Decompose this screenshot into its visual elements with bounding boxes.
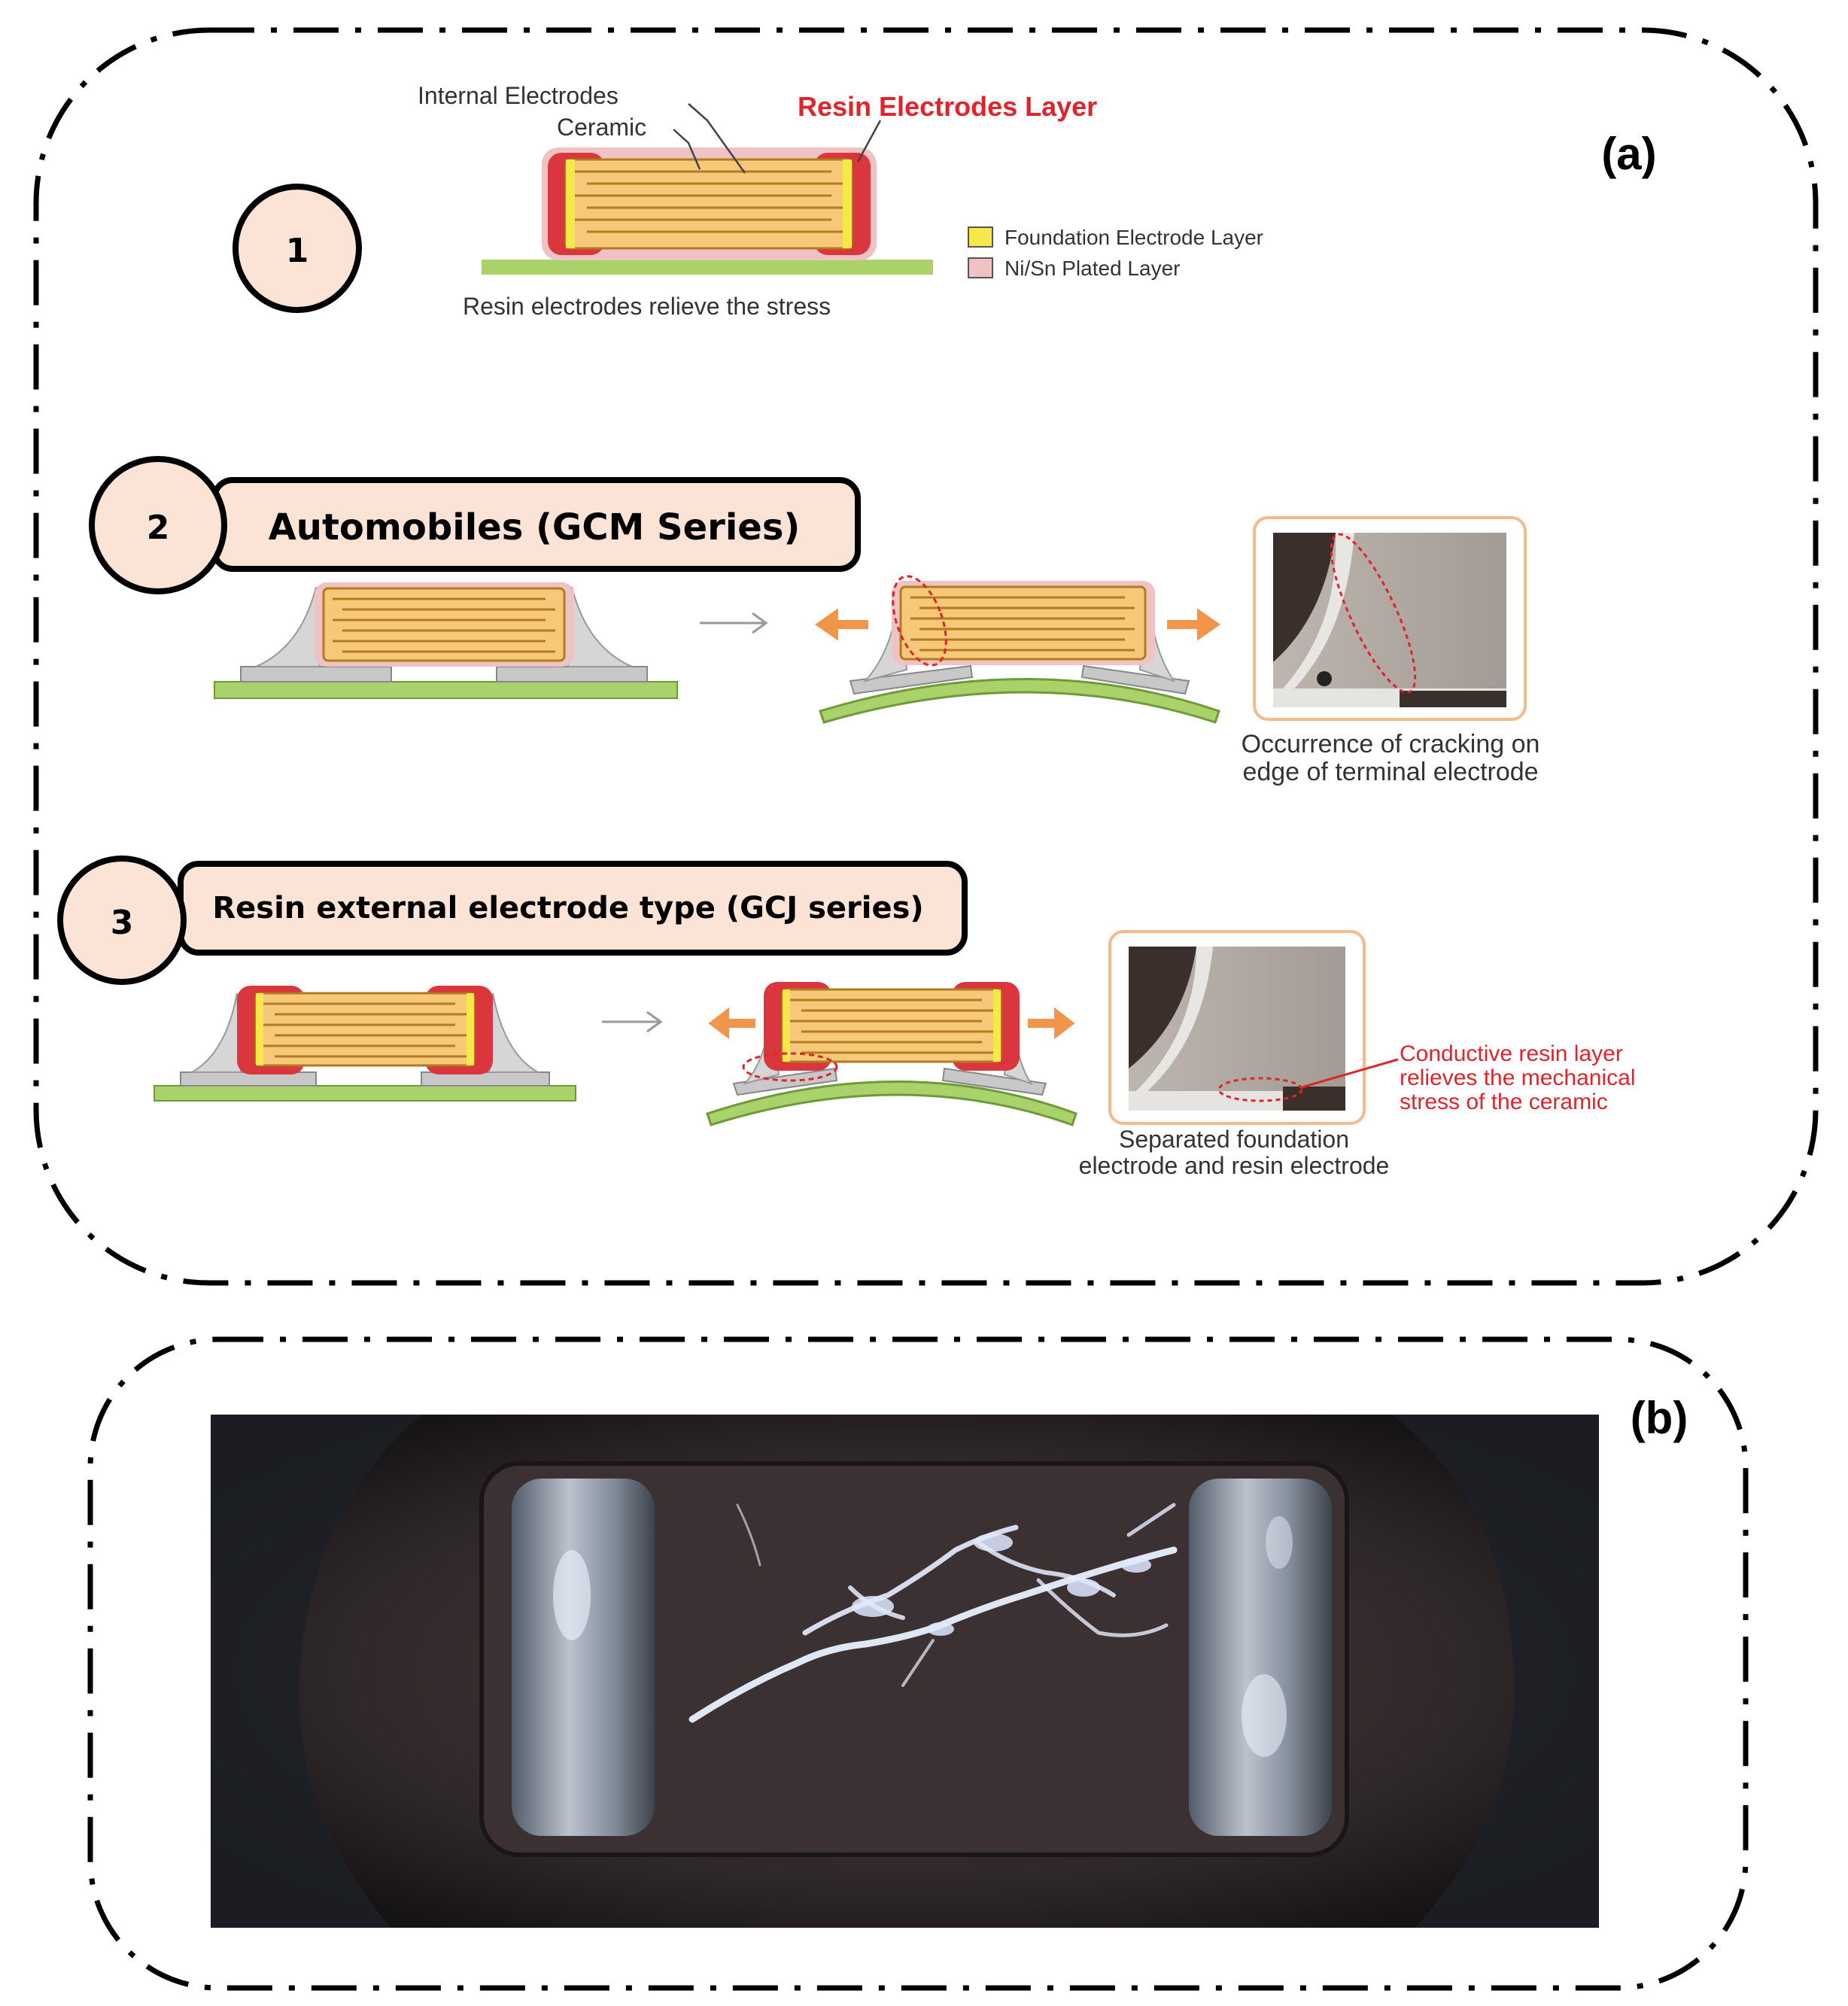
annotation-line-3: stress of the ceramic — [1400, 1090, 1608, 1114]
stress-arrow-left — [815, 608, 868, 641]
crack-ellipse — [1330, 533, 1417, 694]
stress-arrow-left — [708, 1007, 755, 1040]
pad-left — [240, 666, 392, 682]
micrograph-caption-line-1: Separated foundation — [1119, 1126, 1349, 1153]
section-2-title: Automobiles (GCM Series) — [269, 506, 801, 549]
ceramic-body — [564, 158, 853, 250]
capacitor-crack-photo — [211, 1415, 1599, 1928]
crack-blooms — [852, 1533, 1151, 1636]
terminal-right — [1189, 1479, 1332, 1836]
label-ceramic: Ceramic — [557, 114, 646, 141]
internal-electrode-lines — [333, 597, 555, 653]
section-1: 1 — [233, 82, 1263, 320]
transition-arrow-3 — [602, 1011, 663, 1033]
circuit-board — [482, 260, 933, 275]
annotation-leader-line — [1301, 1058, 1399, 1089]
separation-ellipse — [1217, 1077, 1303, 1102]
section-3-number: 3 — [111, 904, 134, 942]
capacitor-diagram-3-bent — [706, 982, 1077, 1126]
leader-ceramic — [673, 129, 701, 170]
panel-b-label: (b) — [1631, 1393, 1688, 1443]
legend-swatch-foundation — [968, 226, 993, 248]
board-bent — [706, 1081, 1077, 1126]
solder-fillet-right — [567, 586, 633, 667]
annotation-line-1: Conductive resin layer — [1400, 1041, 1623, 1066]
leader-resin-layer — [856, 120, 882, 163]
capacitor-diagram-2-flat — [214, 582, 678, 699]
label-internal-electrodes: Internal Electrodes — [418, 82, 619, 109]
internal-electrode-lines — [575, 170, 843, 233]
panel-a-border — [33, 27, 1819, 1286]
micrograph-separated-electrode — [1108, 930, 1366, 1125]
panel-b-border — [87, 1336, 1749, 1991]
internal-electrode-lines — [790, 998, 993, 1054]
stress-arrow-right — [1028, 1007, 1075, 1040]
panel-a: (a) 1 — [33, 27, 1819, 1286]
section-2-number: 2 — [147, 509, 170, 547]
label-resin-electrodes-layer: Resin Electrodes Layer — [798, 91, 1097, 122]
ceramic-body — [899, 585, 1147, 661]
pad-right-bent — [941, 1067, 1047, 1096]
micrograph-caption-line-2: electrode and resin electrode — [1079, 1152, 1390, 1179]
section-1-number-circle — [233, 184, 362, 313]
section-2-number-circle — [89, 456, 227, 594]
foundation-right — [467, 993, 474, 1065]
board-flat — [214, 681, 678, 699]
section-2: 2 Automobiles (GCM Series) — [89, 456, 1540, 786]
panel-a-label: (a) — [1601, 129, 1656, 179]
terminal-left — [512, 1479, 655, 1836]
leader-internal-electrodes — [688, 103, 746, 174]
legend-label-foundation: Foundation Electrode Layer — [1005, 226, 1263, 249]
ceramic-body — [322, 587, 566, 662]
capacitor-diagram-3-flat — [153, 986, 576, 1102]
section-3: 3 Resin external electrode type (GCJ ser… — [57, 856, 1636, 1179]
board-flat — [153, 1085, 576, 1102]
pad-right — [496, 666, 648, 682]
section-3-number-circle — [57, 856, 187, 985]
annotation-line-2: relieves the mechanical — [1400, 1065, 1636, 1090]
solder-fillet-left — [255, 586, 321, 667]
transition-arrow-2 — [700, 612, 768, 634]
solder-fillet-right — [488, 992, 541, 1073]
legend: Foundation Electrode Layer Ni/Sn Plated … — [968, 226, 1263, 280]
internal-electrode-lines — [263, 1002, 467, 1058]
capacitor-diagram-2-bent — [815, 575, 1220, 724]
separation-highlight — [742, 1052, 838, 1082]
pad-right-bent — [1081, 664, 1190, 695]
capacitor-diagram-1 — [482, 103, 933, 275]
foundation-right — [993, 989, 1001, 1062]
micrograph-caption-line-2: edge of terminal electrode — [1242, 758, 1538, 786]
stress-arrow-right — [1167, 608, 1220, 641]
solder-fillet-left — [189, 992, 242, 1073]
legend-swatch-ni-sn — [968, 257, 993, 278]
crack-highlight — [892, 575, 947, 667]
foundation-left — [783, 989, 790, 1062]
legend-label-ni-sn: Ni/Sn Plated Layer — [1005, 257, 1180, 280]
foundation-electrode-left — [566, 160, 575, 248]
section-1-number: 1 — [286, 232, 309, 270]
pad-left-bent — [849, 664, 974, 695]
section-3-title: Resin external electrode type (GCJ serie… — [212, 891, 923, 925]
foundation-left — [256, 993, 263, 1065]
board-bent — [819, 678, 1220, 724]
pad-left-bent — [732, 1067, 838, 1096]
panel-b: (b) — [87, 1336, 1749, 1991]
micrograph-cracking — [1253, 516, 1527, 721]
micrograph-caption-line-1: Occurrence of cracking on — [1242, 730, 1540, 758]
foundation-electrode-right — [843, 160, 852, 248]
caption-resin-relieve-stress: Resin electrodes relieve the stress — [463, 293, 831, 320]
